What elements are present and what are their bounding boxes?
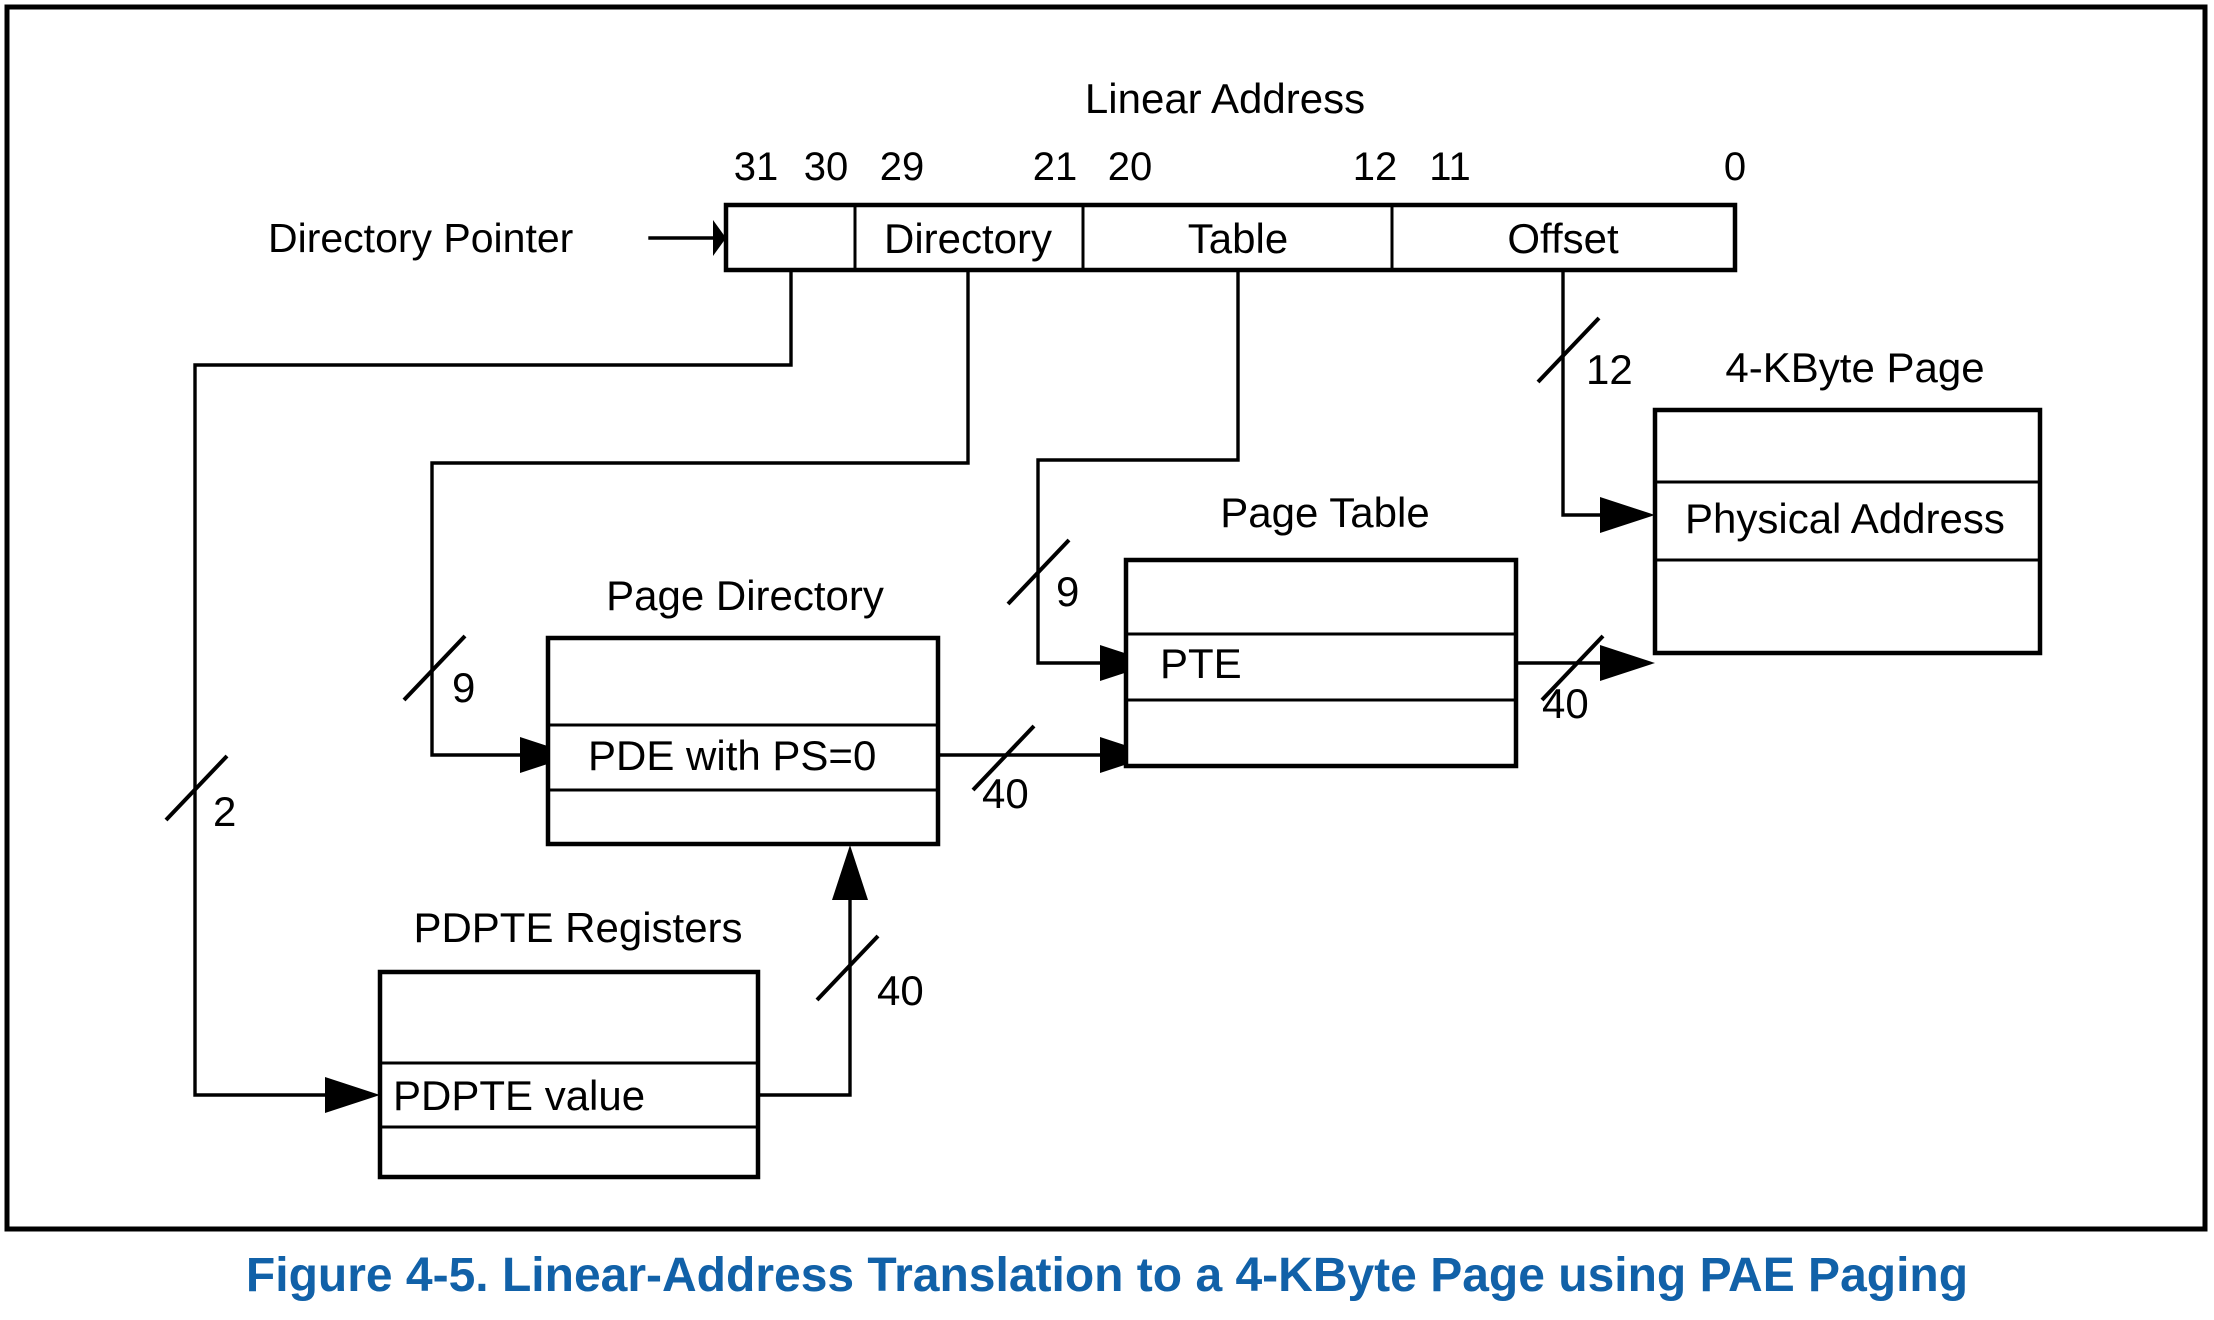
page-directory-entry-label: PDE with PS=0 <box>588 732 876 779</box>
connector-offset-to-page <box>1561 268 1602 517</box>
bus-slash-pte <box>1540 634 1605 702</box>
bit-label-30: 30 <box>804 145 849 189</box>
bus-width-table: 9 <box>1056 568 1079 615</box>
pdpte-registers-title: PDPTE Registers <box>413 904 742 951</box>
bit-label-29: 29 <box>880 145 925 189</box>
bus-slash-directory <box>402 634 467 702</box>
address-field-table: Table <box>1188 215 1288 262</box>
page-table-title: Page Table <box>1220 489 1429 536</box>
four-kbyte-page-box <box>1652 407 2043 656</box>
linear-address-title: Linear Address <box>1085 75 1365 122</box>
bit-label-31: 31 <box>734 145 779 189</box>
figure-frame <box>4 4 2208 1232</box>
figure-caption: Figure 4-5. Linear-Address Translation t… <box>245 1249 1969 1302</box>
directory-pointer-arrowhead <box>713 220 726 256</box>
connector-dirptr-arrowhead <box>325 1077 380 1113</box>
bit-label-12: 12 <box>1353 145 1398 189</box>
linear-address-bar <box>723 202 1738 273</box>
bus-width-pde: 40 <box>982 770 1029 817</box>
pdpte-registers-box <box>377 969 761 1180</box>
pdpte-registers-entry-label: PDPTE value <box>393 1072 645 1119</box>
bus-slash-pdpte <box>815 934 880 1002</box>
connector-pdpte-arrowhead <box>832 845 868 900</box>
connector-directory-to-pde <box>430 268 970 757</box>
bus-slash-offset <box>1536 316 1601 384</box>
bus-width-pdpte: 40 <box>877 967 924 1014</box>
page-directory-box <box>545 635 941 847</box>
page-directory-title: Page Directory <box>606 572 884 619</box>
connector-pdpte-to-page-directory <box>756 898 852 1097</box>
bus-width-offset: 12 <box>1586 346 1633 393</box>
bus-slash-table <box>1006 538 1071 606</box>
page-table-entry-label: PTE <box>1160 640 1242 687</box>
bit-label-0: 0 <box>1724 145 1746 189</box>
connector-dirptr-to-pdpte <box>193 268 793 1097</box>
bit-label-20: 20 <box>1108 145 1153 189</box>
four-kbyte-page-entry-label: Physical Address <box>1685 495 2005 542</box>
four-kbyte-page-title: 4-KByte Page <box>1725 344 1984 391</box>
bus-width-pte: 40 <box>1542 680 1589 727</box>
bit-label-11: 11 <box>1429 145 1471 189</box>
address-field-directory: Directory <box>884 215 1052 262</box>
bus-slash-dirptr <box>164 754 229 822</box>
bit-label-21: 21 <box>1033 145 1078 189</box>
address-field-offset: Offset <box>1507 215 1619 262</box>
bus-slash-pde <box>971 724 1036 792</box>
bus-width-dirptr: 2 <box>213 788 236 835</box>
connector-pte-arrowhead <box>1600 645 1655 681</box>
connector-offset-arrowhead <box>1600 497 1655 533</box>
connector-table-to-pte <box>1036 268 1240 665</box>
directory-pointer-label: Directory Pointer <box>268 215 573 261</box>
bus-width-directory: 9 <box>452 664 475 711</box>
